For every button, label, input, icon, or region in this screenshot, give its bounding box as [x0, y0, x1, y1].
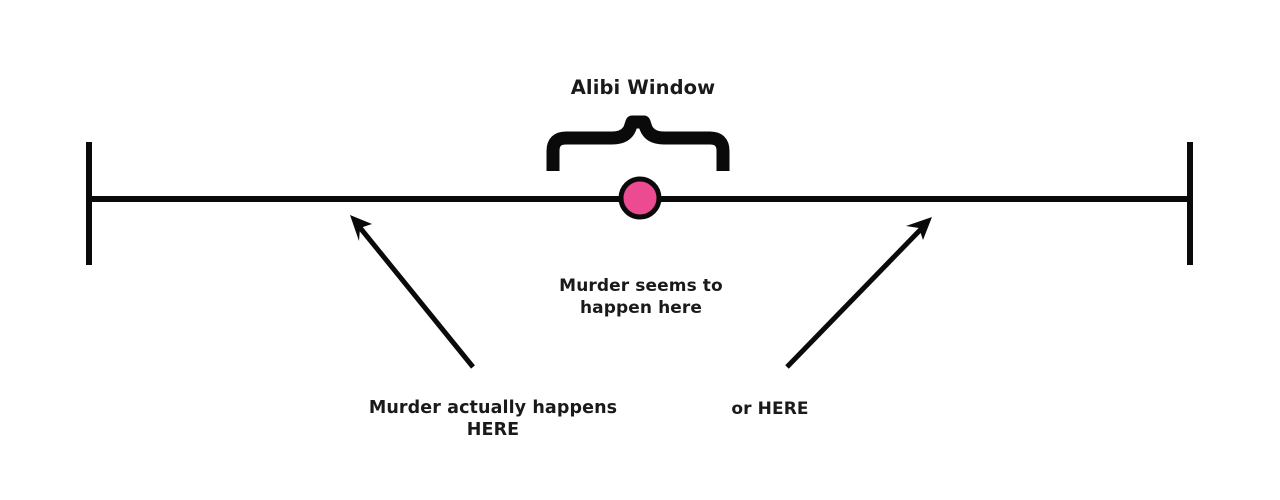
left-arrow-head	[350, 215, 372, 241]
left-arrow-shaft	[355, 222, 475, 369]
right-arrow	[785, 217, 932, 369]
alibi-window-title: Alibi Window	[570, 76, 716, 99]
murder-time-marker-icon	[618, 176, 662, 220]
murder-seems-label: Murder seems to happen here	[559, 276, 723, 318]
left-arrow	[350, 215, 475, 369]
right-arrow-shaft	[785, 224, 926, 369]
alibi-window-brace	[546, 115, 730, 171]
murder-actually-label: Murder actually happens HERE	[368, 398, 618, 441]
or-here-label: or HERE	[731, 399, 809, 419]
right-arrow-head	[906, 217, 932, 240]
